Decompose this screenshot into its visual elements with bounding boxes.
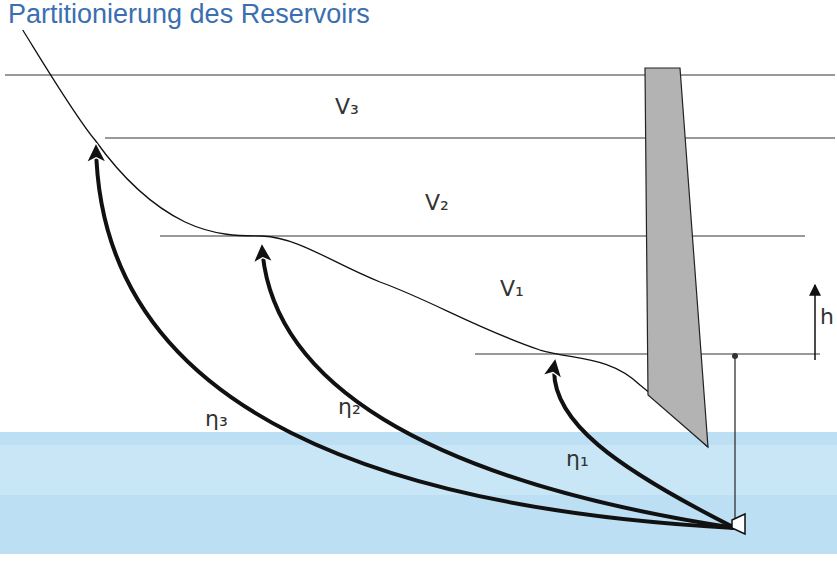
- level-line: [105, 137, 835, 138]
- water-band-light: [0, 445, 837, 495]
- level-dot: [732, 353, 738, 359]
- efficiency-arrow: [96, 146, 735, 528]
- dam-wall: [645, 68, 708, 447]
- volume-label: V₃: [335, 96, 359, 118]
- efficiency-label: η₃: [205, 408, 228, 430]
- height-arrow: [814, 285, 816, 360]
- efficiency-arrow: [554, 361, 735, 528]
- turbine-symbol: [732, 514, 745, 534]
- efficiency-label: η₁: [566, 448, 589, 470]
- water-band: [0, 432, 837, 554]
- efficiency-arrows: [96, 146, 735, 528]
- level-lines: [5, 75, 835, 354]
- efficiency-arrow: [262, 246, 735, 528]
- volume-label: V₁: [500, 278, 524, 300]
- terrain-line: [5, 2, 708, 447]
- efficiency-label: η₂: [338, 396, 361, 418]
- head-line: [734, 356, 735, 525]
- volume-label: V₂: [425, 192, 449, 214]
- height-label: h: [820, 306, 834, 328]
- slide-title: Partitionierung des Reservoirs: [4, 0, 374, 30]
- level-line: [5, 74, 835, 75]
